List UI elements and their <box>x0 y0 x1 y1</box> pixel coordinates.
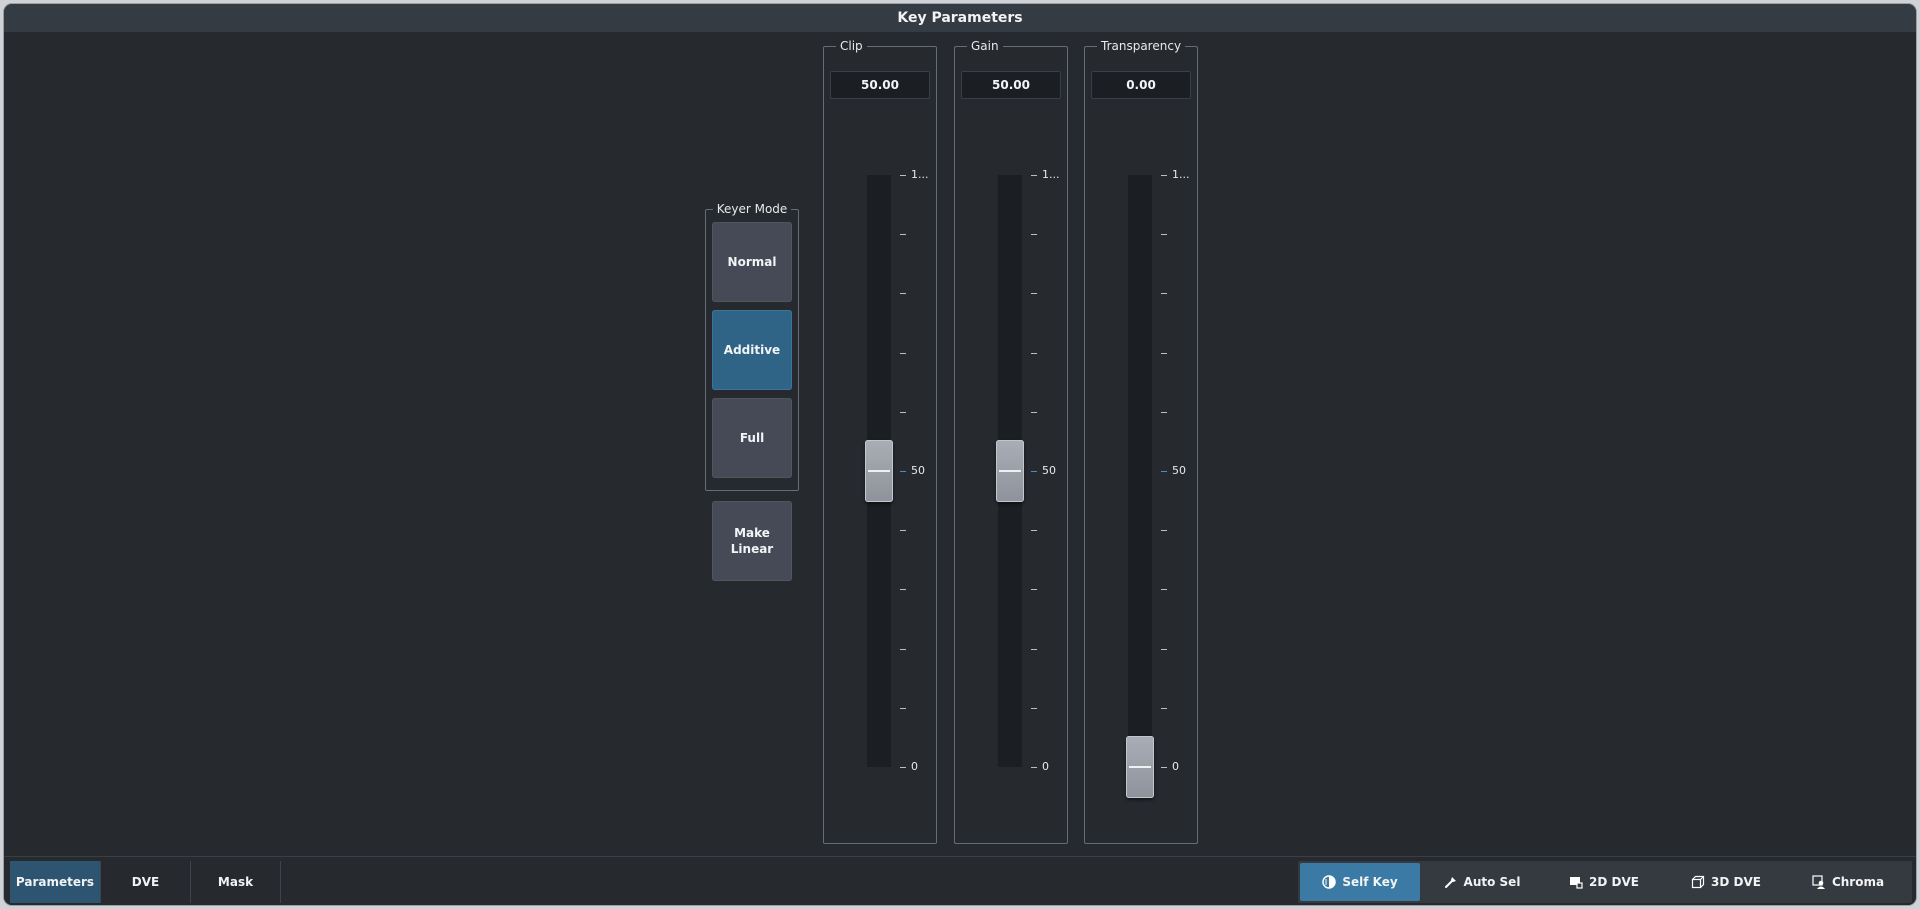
3d-dve-label: 3D DVE <box>1711 875 1761 889</box>
scale-tick <box>1161 352 1167 354</box>
scale-tick <box>1031 648 1037 650</box>
tab-dve[interactable]: DVE <box>101 861 191 903</box>
gain-slider-panel: Gain 50.00 1... 50 0 <box>954 39 1068 844</box>
scale-tick <box>1161 530 1167 532</box>
scale-tick <box>900 352 906 354</box>
scale-tick <box>900 530 906 532</box>
scale-tick <box>1161 707 1167 709</box>
transparency-mid-label: 50 <box>1172 464 1186 477</box>
chroma-icon <box>1812 875 1826 889</box>
gain-mid-label: 50 <box>1042 464 1056 477</box>
transparency-slider-panel: Transparency 0.00 1... 50 0 <box>1084 39 1198 844</box>
transparency-slider-thumb[interactable] <box>1126 736 1154 798</box>
scale-tick <box>1031 352 1037 354</box>
self-key-icon <box>1322 875 1337 889</box>
clip-value-field[interactable]: 50.00 <box>830 71 930 99</box>
scale-tick <box>900 471 906 472</box>
clip-mid-label: 50 <box>911 464 925 477</box>
auto-sel-button[interactable]: Auto Sel <box>1422 863 1542 901</box>
scale-tick <box>1161 471 1167 472</box>
gain-slider-thumb[interactable] <box>996 440 1024 502</box>
chroma-label: Chroma <box>1831 875 1885 889</box>
bottom-bar: Parameters DVE Mask Self Key Auto Sel 2D <box>4 856 1916 905</box>
window-title: Key Parameters <box>4 4 1916 32</box>
scale-tick <box>900 293 906 295</box>
scale-tick <box>900 767 906 768</box>
auto-sel-label: Auto Sel <box>1463 875 1521 889</box>
make-linear-button[interactable]: Make Linear <box>712 501 792 581</box>
scale-tick <box>1161 293 1167 295</box>
scale-tick <box>1161 589 1167 591</box>
tab-mask[interactable]: Mask <box>191 861 281 903</box>
clip-slider-thumb[interactable] <box>865 440 893 502</box>
scale-tick <box>1031 293 1037 295</box>
scale-tick <box>900 175 906 176</box>
gain-max-label: 1... <box>1042 168 1060 181</box>
gain-value-field[interactable]: 50.00 <box>961 71 1061 99</box>
scale-tick <box>1161 175 1167 176</box>
self-key-label: Self Key <box>1342 875 1398 889</box>
transparency-min-label: 0 <box>1172 760 1179 773</box>
scale-tick <box>1161 648 1167 650</box>
tab-parameters[interactable]: Parameters <box>10 861 101 903</box>
scale-tick <box>900 411 906 413</box>
2d-dve-button[interactable]: 2D DVE <box>1544 863 1664 901</box>
chroma-button[interactable]: Chroma <box>1788 863 1908 901</box>
clip-min-label: 0 <box>911 760 918 773</box>
additive-mode-button[interactable]: Additive <box>712 310 792 390</box>
scale-tick <box>900 648 906 650</box>
transparency-max-label: 1... <box>1172 168 1190 181</box>
scale-tick <box>1031 589 1037 591</box>
scale-tick <box>1031 234 1037 236</box>
3d-dve-button[interactable]: 3D DVE <box>1666 863 1786 901</box>
scale-tick <box>900 589 906 591</box>
scale-tick <box>1031 471 1037 472</box>
full-mode-button[interactable]: Full <box>712 398 792 478</box>
scale-tick <box>900 234 906 236</box>
scale-tick <box>1161 767 1167 768</box>
scale-tick <box>1031 175 1037 176</box>
scale-tick <box>900 707 906 709</box>
scale-tick <box>1031 707 1037 709</box>
2d-dve-icon <box>1569 875 1583 889</box>
self-key-button[interactable]: Self Key <box>1300 863 1420 901</box>
clip-max-label: 1... <box>911 168 929 181</box>
auto-select-icon <box>1444 875 1458 889</box>
gain-min-label: 0 <box>1042 760 1049 773</box>
scale-tick <box>1031 411 1037 413</box>
scale-tick <box>1161 234 1167 236</box>
clip-slider-panel: Clip 50.00 1... 50 0 <box>823 39 937 844</box>
3d-dve-icon <box>1691 875 1705 889</box>
scale-tick <box>1031 530 1037 532</box>
keyer-mode-label: Keyer Mode <box>712 202 792 216</box>
keyer-mode-group: Keyer Mode Normal Additive Full <box>705 202 799 491</box>
key-parameters-window: Key Parameters Keyer Mode Normal Additiv… <box>4 4 1916 905</box>
transparency-slider-track[interactable] <box>1128 175 1152 767</box>
clip-label: Clip <box>836 39 867 53</box>
scale-tick <box>1161 411 1167 413</box>
scale-tick <box>1031 767 1037 768</box>
normal-mode-button[interactable]: Normal <box>712 222 792 302</box>
2d-dve-label: 2D DVE <box>1589 875 1639 889</box>
key-type-selector: Self Key Auto Sel 2D DVE 3D DVE <box>1298 861 1912 903</box>
transparency-label: Transparency <box>1097 39 1186 53</box>
transparency-value-field[interactable]: 0.00 <box>1091 71 1191 99</box>
gain-label: Gain <box>967 39 1003 53</box>
